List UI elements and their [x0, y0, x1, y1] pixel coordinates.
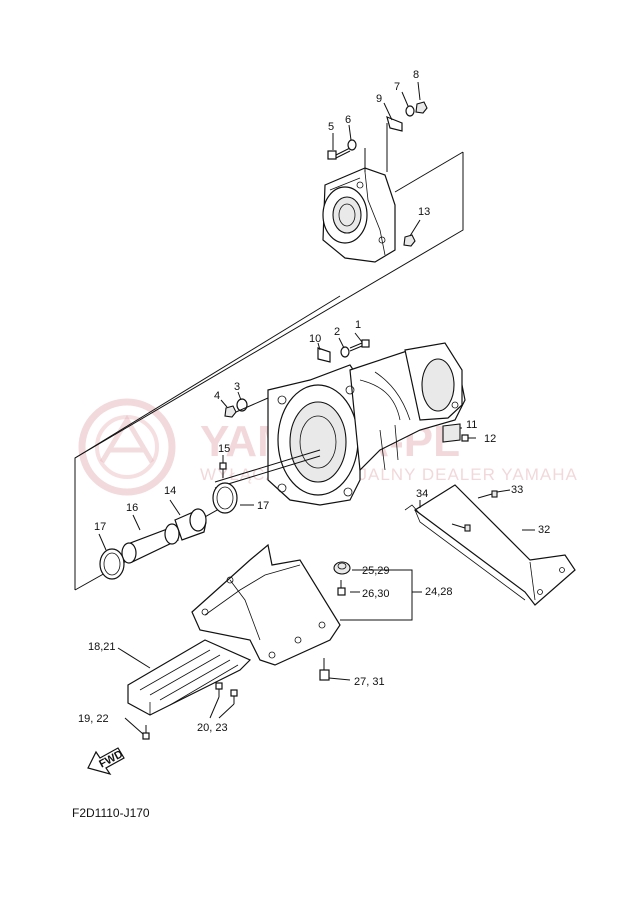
washer-7-icon [405, 105, 415, 117]
drive-shaft [214, 449, 321, 489]
plate-10-icon [317, 347, 331, 363]
callout-7: 7 [394, 81, 400, 93]
bolt-5-icon [327, 147, 351, 160]
jet-pump-housing [267, 342, 466, 506]
cover-plate-assembly [404, 484, 576, 606]
clamp-17-right-icon [212, 482, 238, 514]
watermark-logo-icon [78, 398, 176, 496]
callout-3: 3 [234, 381, 240, 393]
fwd-label: FWD [97, 748, 125, 770]
plate-11-screw-12 [442, 423, 476, 443]
callout-5: 5 [328, 121, 334, 133]
callout-27-31: 27, 31 [354, 676, 385, 688]
callout-15: 15 [218, 443, 230, 455]
callout-24-28: 24,28 [425, 586, 453, 598]
callout-25-29: 25,29 [362, 565, 390, 577]
fwd-arrow-icon: FWD [87, 747, 125, 776]
clamp-17-left-icon [99, 548, 125, 580]
callout-10: 10 [309, 333, 321, 345]
nut-8-icon [415, 101, 428, 114]
cover-plate-32-icon [413, 484, 576, 606]
diagram-code: F2D1110-J170 [72, 806, 150, 820]
callout-16: 16 [126, 502, 138, 514]
washer-6-icon [347, 139, 357, 151]
callout-4: 4 [214, 390, 220, 402]
callout-32: 32 [538, 524, 550, 536]
nut-4-icon [224, 405, 237, 418]
callout-1: 1 [355, 319, 361, 331]
screw-12-icon [461, 434, 476, 442]
callout-33: 33 [511, 484, 523, 496]
callout-14: 14 [164, 485, 176, 497]
screw-33-lower-icon [451, 523, 471, 532]
screw-33-upper-icon [477, 490, 498, 499]
housing-fasteners [220, 332, 370, 418]
callout-8: 8 [413, 69, 419, 81]
callout-20-23: 20, 23 [197, 722, 228, 734]
washer-2-icon [340, 346, 350, 358]
callout-34: 34 [416, 488, 428, 500]
pipe-16-icon [121, 523, 180, 564]
bracket-34-icon [404, 504, 421, 515]
callout-17-right: 17 [257, 500, 269, 512]
callout-9: 9 [376, 93, 382, 105]
screw-23-icon [230, 689, 238, 704]
callout-19-22: 19, 22 [78, 713, 109, 725]
callout-13: 13 [418, 206, 430, 218]
callout-18-21: 18,21 [88, 641, 116, 653]
plate-9-icon [386, 115, 403, 132]
bearing-housing [322, 167, 396, 263]
small-hardware [117, 561, 422, 740]
screw-20-icon [215, 682, 223, 697]
screw-19-icon [142, 725, 150, 740]
shaft-parts [98, 455, 254, 580]
intake-grate [127, 639, 252, 716]
plate-11-icon [442, 423, 461, 443]
mount-bracket [191, 543, 341, 666]
top-fasteners [327, 81, 428, 247]
bolt-27-icon [319, 658, 330, 681]
bolt-1-icon [349, 339, 370, 352]
callout-26-30: 26,30 [362, 588, 390, 600]
callout-labels: 8 7 9 5 6 13 1 2 10 3 4 11 12 15 14 17 1… [78, 69, 550, 734]
callout-6: 6 [345, 114, 351, 126]
watermark-tagline: WYŁĄCZNIE OFICJALNY DEALER YAMAHA [200, 465, 578, 484]
collar-25-icon [333, 561, 351, 575]
callout-11: 11 [466, 419, 477, 431]
callout-2: 2 [334, 326, 340, 338]
nut-13-icon [403, 234, 416, 247]
bolt-26-icon [337, 580, 346, 596]
callout-17-left: 17 [94, 521, 106, 533]
callout-12: 12 [484, 433, 496, 445]
